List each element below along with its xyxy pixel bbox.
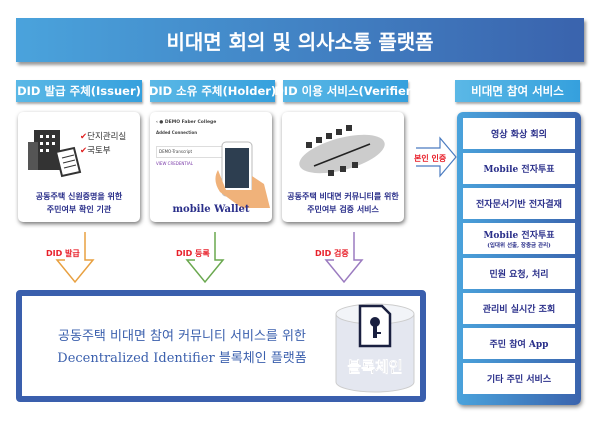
service-complaints[interactable]: 민원 요청, 처리 xyxy=(463,258,575,289)
services-header: 비대면 참여 서비스 xyxy=(455,80,580,102)
holder-card: ‹ ● DEMO Faber College Added Connection … xyxy=(150,112,272,222)
verifier-header: DID 이용 서비스(Verifier) xyxy=(274,80,417,102)
issuer-header: DID 발급 주체(Issuer) xyxy=(16,80,142,102)
service-e-approval[interactable]: 전자문서기반 전자결재 xyxy=(463,188,575,219)
auth-label: 본인 인증 xyxy=(414,154,447,163)
conference-table-icon xyxy=(299,125,385,176)
building-icon xyxy=(28,130,82,178)
service-resident-app[interactable]: 주민 참여 App xyxy=(463,328,575,359)
verify-arrow-icon xyxy=(324,232,364,284)
phone-in-hand-icon xyxy=(215,141,270,208)
register-arrow-icon xyxy=(185,232,225,284)
issue-label: DID 발급 xyxy=(46,249,80,258)
verify-label: DID 검증 xyxy=(315,249,349,258)
holder-header: DID 소유 주체(Holder) xyxy=(149,80,276,102)
register-label: DID 등록 xyxy=(176,249,210,258)
page-title: 비대면 회의 및 의사소통 플랫폼 xyxy=(16,18,584,62)
service-mobile-vote[interactable]: Mobile 전자투표 xyxy=(463,153,575,184)
holder-caption: mobile Wallet xyxy=(172,204,250,215)
services-panel: 영상 화상 회의 Mobile 전자투표 전자문서기반 전자결재 Mobile … xyxy=(457,112,581,405)
blockchain-label: 블록체인 xyxy=(347,358,403,377)
issue-arrow-icon xyxy=(55,232,95,284)
service-mobile-vote-election[interactable]: Mobile 전자투표(입대위 선출, 장충금 관리) xyxy=(463,223,575,254)
service-other[interactable]: 기타 주민 서비스 xyxy=(463,363,575,394)
auth-arrow-icon xyxy=(416,136,457,178)
issuer-checklist: ✔단지관리실 ✔국토부 xyxy=(80,132,127,156)
blockchain-database-icon xyxy=(335,303,415,393)
service-fee-lookup[interactable]: 관리비 실시간 조회 xyxy=(463,293,575,324)
service-video-meeting[interactable]: 영상 화상 회의 xyxy=(463,118,575,149)
